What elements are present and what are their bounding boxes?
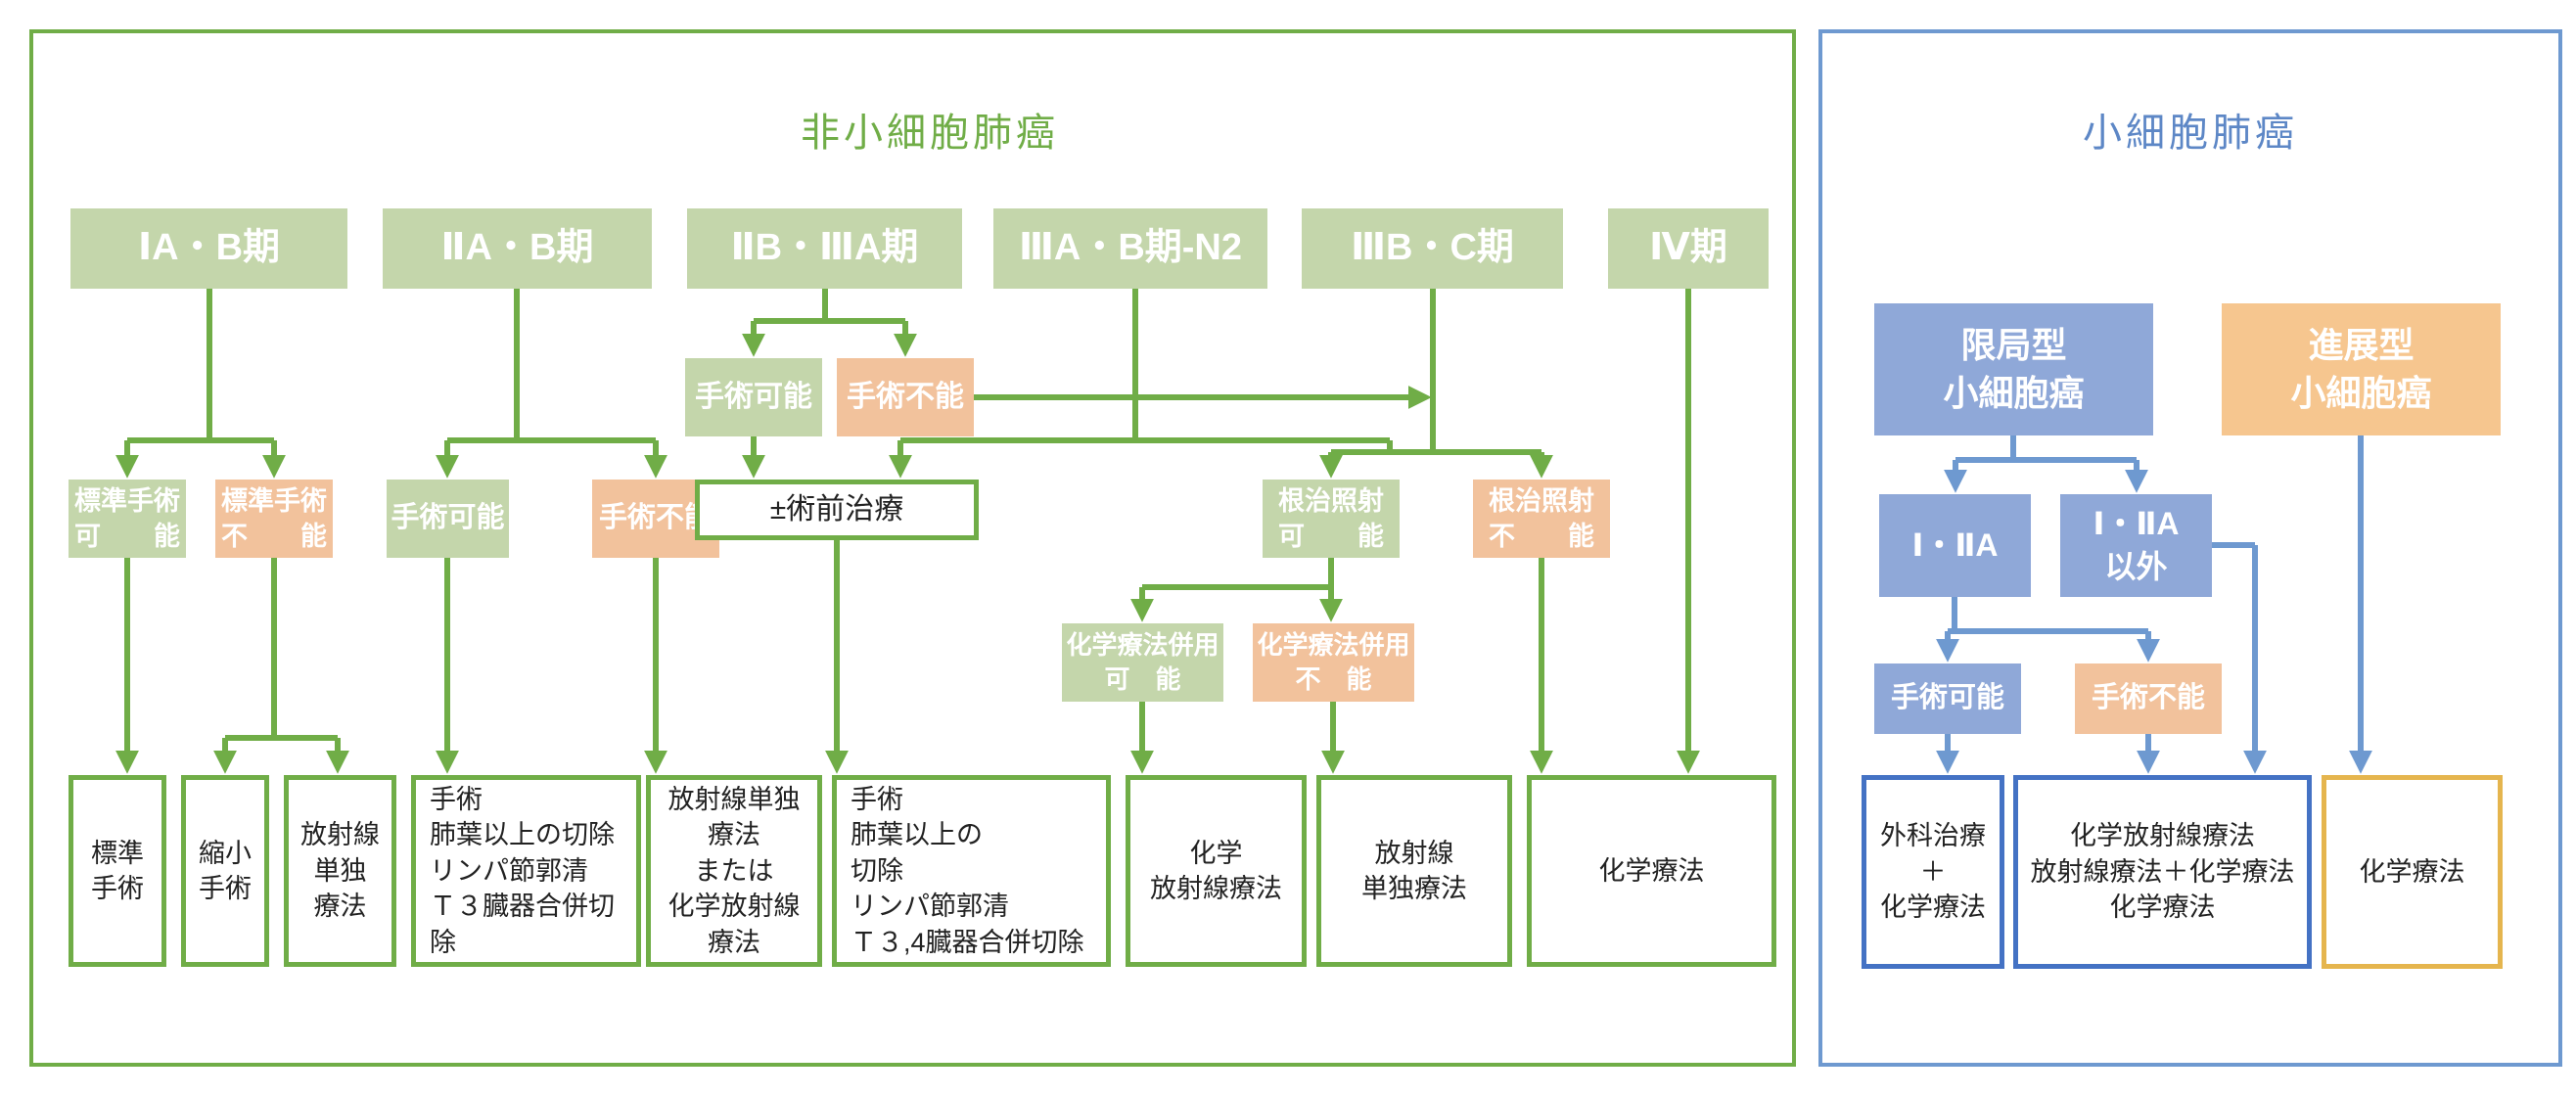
decision-inoperable-2b3a: 手術不能 — [837, 358, 974, 436]
outcome-chemotherapy-right: 化学療法 — [2322, 775, 2503, 969]
decision-chemo-combination-ok: 化学療法併用 可 能 — [1062, 623, 1223, 702]
decision-inoperable-sclc: 手術不能 — [2075, 663, 2222, 734]
outcome-surgery-t34: 手術 肺葉以上の 切除 リンパ節郭清 Ｔ３,4臓器合併切除 — [832, 775, 1111, 967]
decision-std-surgery-ok: 標準手術 可 能 — [69, 480, 186, 558]
outcome-limited-surgery: 縮小 手術 — [181, 775, 269, 967]
decision-operable-2b3a: 手術可能 — [685, 358, 822, 436]
outcome-chemoradiation: 化学 放射線療法 — [1126, 775, 1307, 967]
type-extensive-sclc: 進展型 小細胞癌 — [2222, 303, 2501, 435]
decision-radical-radiation-ng: 根治照射 不 能 — [1473, 480, 1610, 558]
outcome-surgery-t3: 手術 肺葉以上の切除 リンパ節郭清 Ｔ３臓器合併切除 — [411, 775, 641, 967]
sclc-title: 小細胞肺癌 — [2083, 112, 2298, 155]
nsclc-title: 非小細胞肺癌 — [801, 112, 1059, 155]
decision-radical-radiation-ok: 根治照射 可 能 — [1263, 480, 1400, 558]
preoperative-therapy-box: ±術前治療 — [695, 480, 979, 540]
decision-stage-other: Ⅰ・ⅡA 以外 — [2060, 494, 2212, 597]
stage-2b3a: ⅡB・ⅢA期 — [687, 208, 962, 289]
stage-2ab: ⅡA・B期 — [383, 208, 652, 289]
stage-3bc: ⅢB・C期 — [1302, 208, 1563, 289]
outcome-standard-surgery: 標準 手術 — [69, 775, 166, 967]
outcome-radiation-or-chemoradiation: 放射線単独 療法 または 化学放射線 療法 — [646, 775, 822, 967]
type-limited-sclc: 限局型 小細胞癌 — [1874, 303, 2153, 435]
decision-operable-sclc: 手術可能 — [1874, 663, 2021, 734]
outcome-radiation-only-1: 放射線 単独 療法 — [284, 775, 396, 967]
stage-3ab-n2: ⅢA・B期-N2 — [993, 208, 1267, 289]
outcome-surgery-plus-chemo: 外科治療 ＋ 化学療法 — [1862, 775, 2004, 969]
decision-chemo-combination-ng: 化学療法併用 不 能 — [1253, 623, 1414, 702]
decision-std-surgery-ng: 標準手術 不 能 — [215, 480, 333, 558]
outcome-radiation-only-2: 放射線 単独療法 — [1316, 775, 1512, 967]
stage-4: Ⅳ期 — [1608, 208, 1769, 289]
outcome-chemoradiation-options: 化学放射線療法 放射線療法＋化学療法 化学療法 — [2013, 775, 2312, 969]
decision-operable-2ab: 手術可能 — [387, 480, 509, 558]
stage-1ab: ⅠA・B期 — [70, 208, 347, 289]
outcome-chemotherapy-left: 化学療法 — [1527, 775, 1776, 967]
decision-stage-1-2a: Ⅰ・ⅡA — [1879, 494, 2031, 597]
